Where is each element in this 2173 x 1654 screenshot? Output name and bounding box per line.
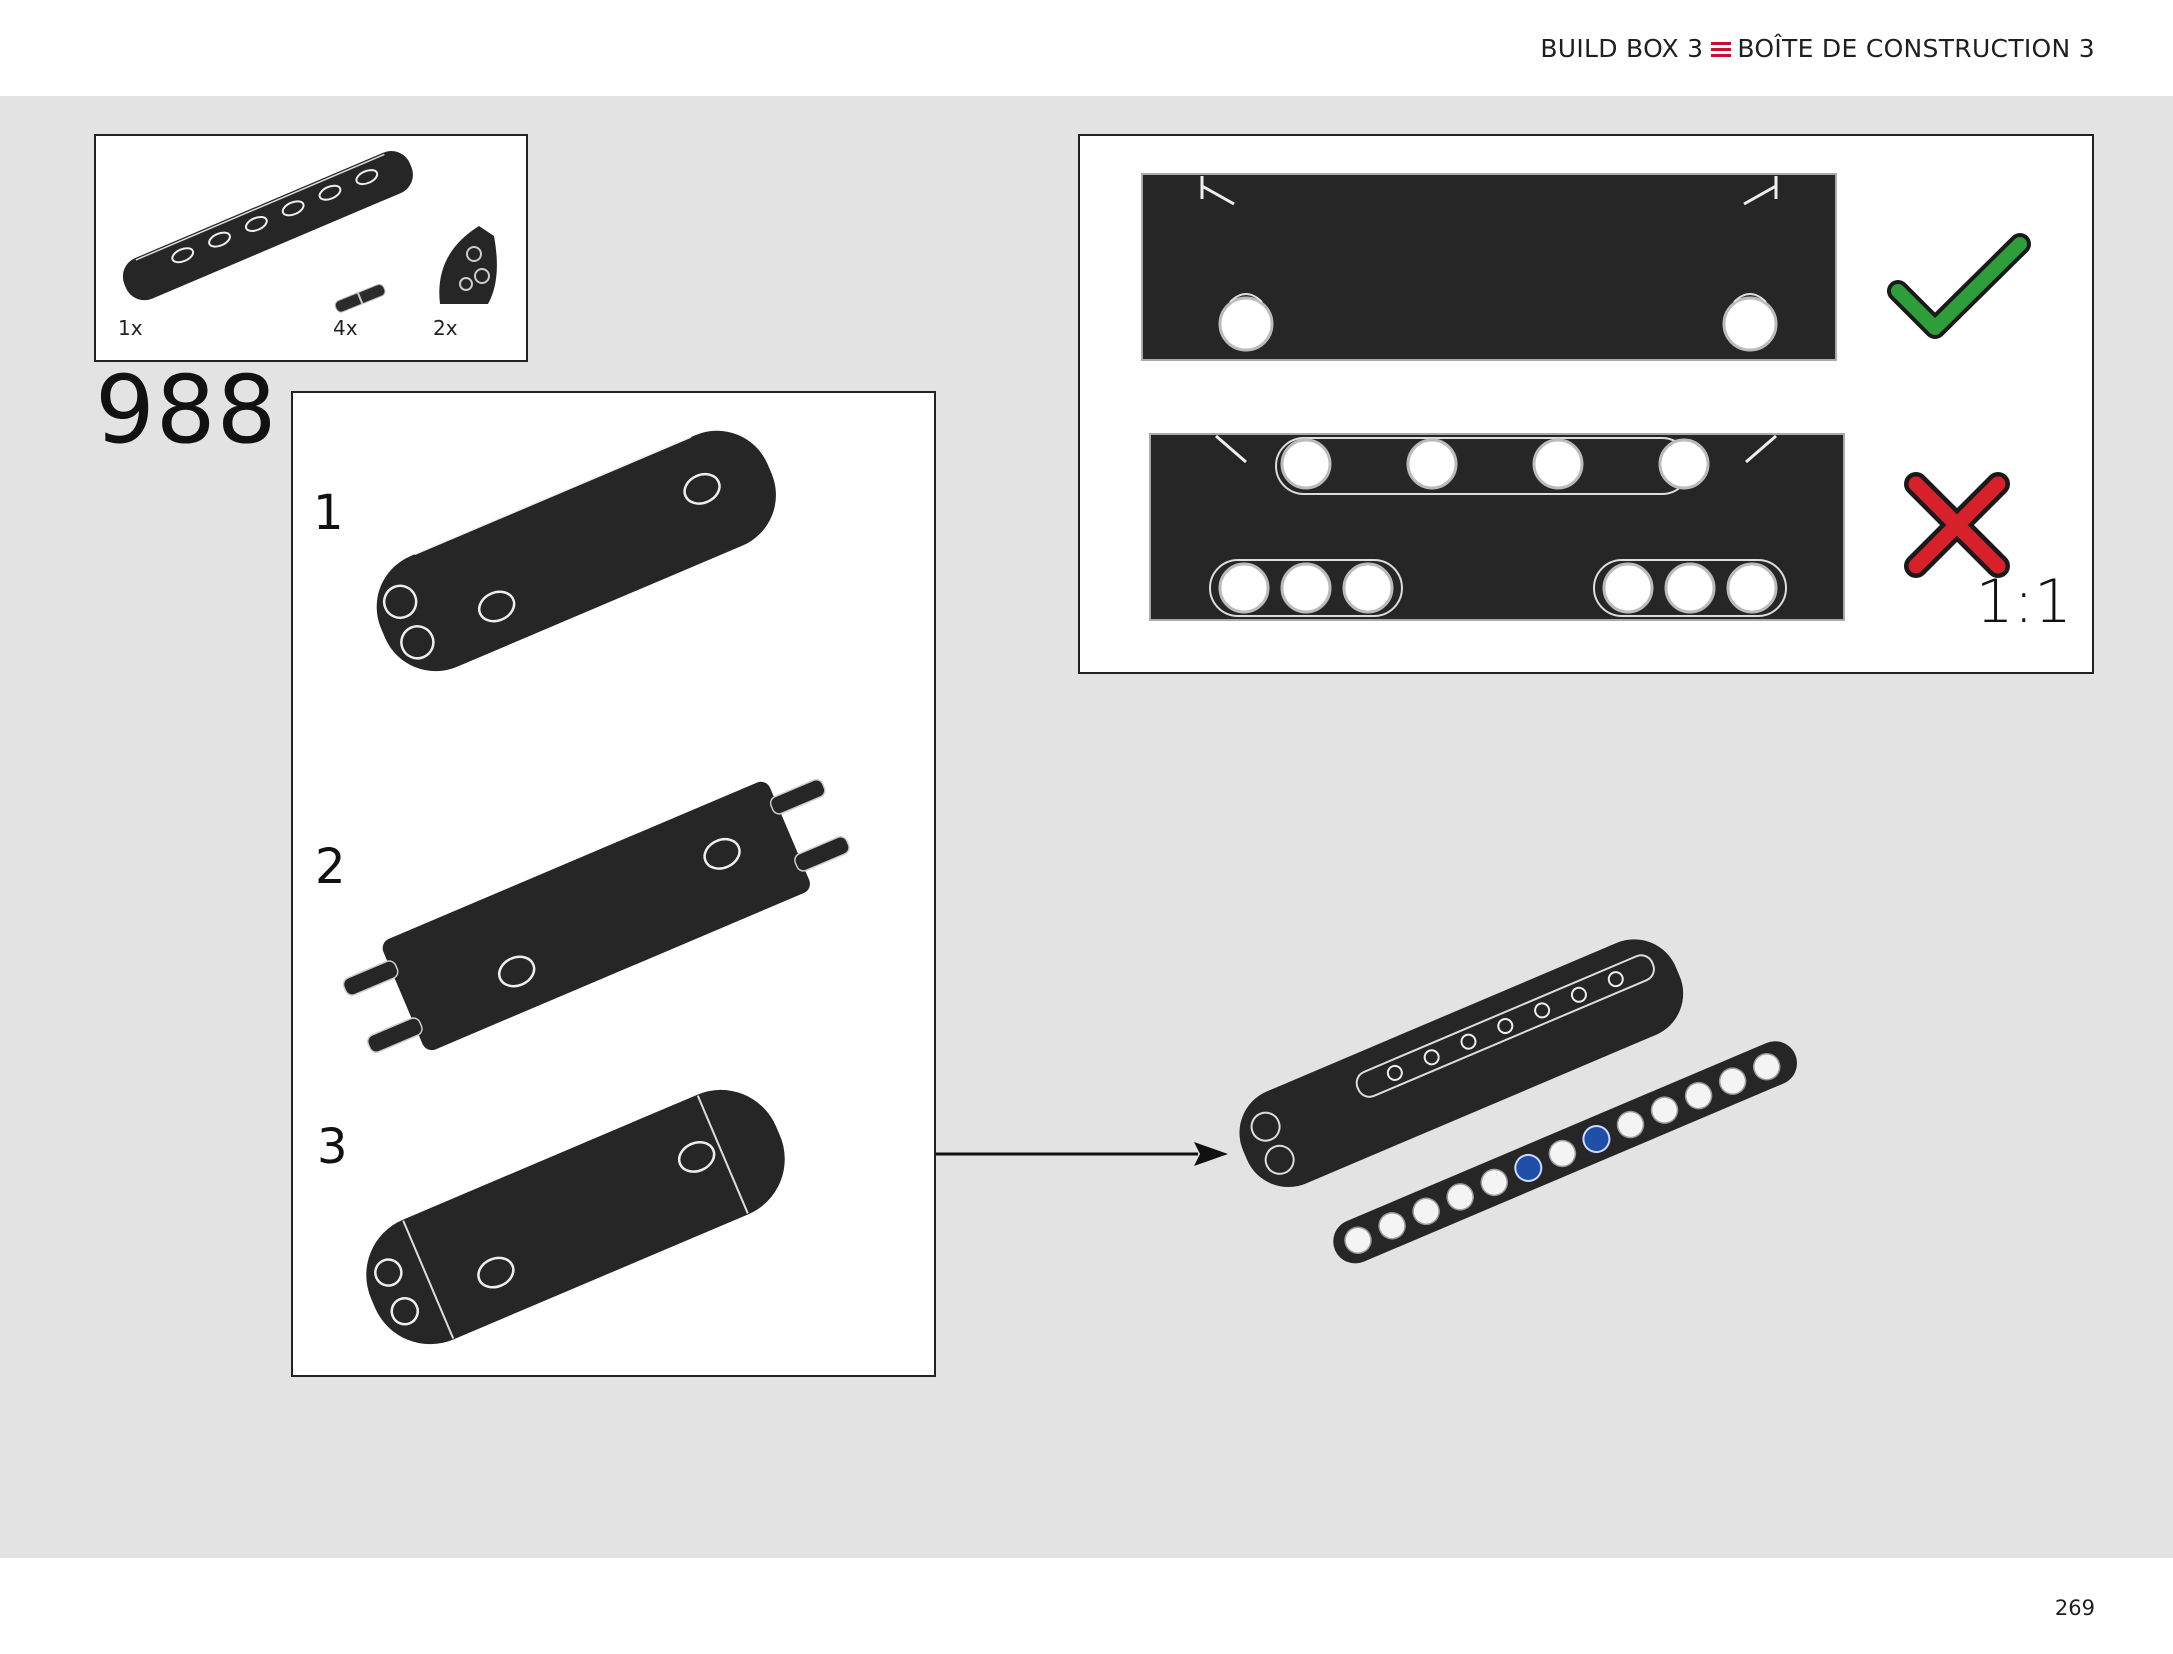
substep-number-3: 3 bbox=[317, 1119, 348, 1175]
correct-orientation-view bbox=[1141, 173, 1837, 361]
qty-beam: 1x bbox=[118, 316, 143, 340]
substep-number-2: 2 bbox=[315, 839, 346, 895]
assembly-arrow bbox=[936, 1142, 1228, 1166]
substep-1-assembly bbox=[376, 430, 776, 672]
page-number: 269 bbox=[2054, 1596, 2095, 1620]
pin-part-icon bbox=[334, 283, 386, 313]
header-left-label: BUILD BOX 3 bbox=[1540, 34, 1704, 63]
substeps-box: 1 2 3 bbox=[291, 391, 936, 1377]
final-assembly bbox=[1239, 939, 1798, 1264]
page-footer bbox=[0, 1558, 2173, 1654]
triple-bar-icon bbox=[1711, 41, 1732, 57]
scale-label: 1:1 bbox=[1975, 567, 2072, 637]
qty-pin: 4x bbox=[333, 316, 358, 340]
substep-3-assembly bbox=[366, 1089, 785, 1345]
substep-2-assembly bbox=[342, 778, 850, 1053]
step-number: 988 bbox=[95, 356, 278, 465]
beam-part-icon bbox=[122, 151, 413, 301]
header-title: BUILD BOX 3 BOÎTE DE CONSTRUCTION 3 bbox=[1540, 34, 2095, 63]
header-right-label: BOÎTE DE CONSTRUCTION 3 bbox=[1737, 34, 2095, 63]
check-icon bbox=[1887, 233, 2031, 339]
callout-box: 1:1 bbox=[1078, 134, 2094, 674]
parts-list-box: 1x 4x 2x bbox=[94, 134, 528, 362]
page-header: BUILD BOX 3 BOÎTE DE CONSTRUCTION 3 bbox=[0, 0, 2173, 96]
substep-number-1: 1 bbox=[313, 485, 344, 541]
cross-icon bbox=[1904, 472, 2010, 578]
connector-part-icon bbox=[439, 226, 497, 304]
qty-connector: 2x bbox=[433, 316, 458, 340]
wrong-orientation-view bbox=[1149, 433, 1845, 621]
